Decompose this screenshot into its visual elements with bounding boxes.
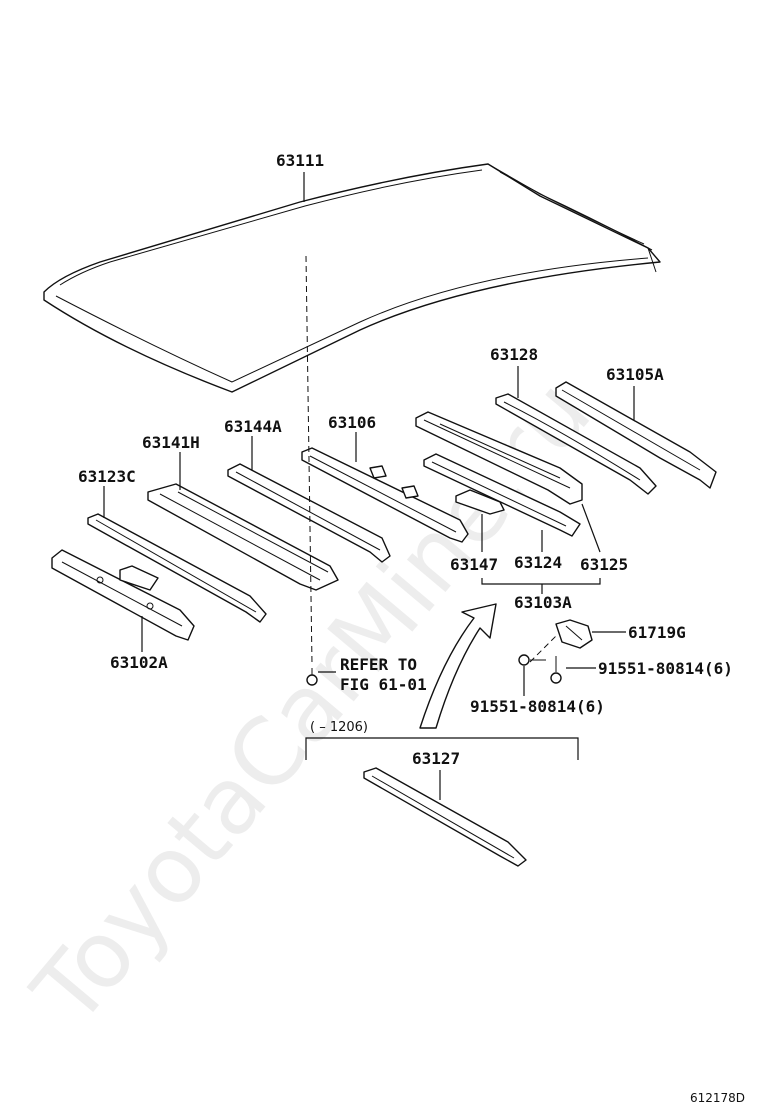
dashed-lines (305, 255, 559, 665)
label-refer-line2: FIG 61-01 (340, 675, 427, 694)
label-screw-right: 91551-80814(6) (598, 659, 733, 678)
label-63127: 63127 (412, 749, 460, 768)
label-63144A: 63144A (224, 417, 282, 436)
label-63105A: 63105A (606, 365, 664, 384)
arrow-up (419, 603, 497, 729)
label-63141H: 63141H (142, 433, 200, 452)
label-63102A: 63102A (110, 653, 168, 672)
leader-lines (103, 172, 635, 800)
label-63125: 63125 (580, 555, 628, 574)
label-63147: 63147 (450, 555, 498, 574)
rail-63128-drawing (495, 393, 657, 495)
screw-drawings (306, 654, 562, 686)
label-63111: 63111 (276, 151, 324, 170)
rail-63124-drawing (423, 453, 581, 537)
label-63124: 63124 (514, 553, 562, 572)
rail-63105A-drawing (555, 381, 717, 489)
bracket-61719G-drawing (555, 619, 593, 649)
rail-63123C-drawing (87, 513, 267, 623)
rail-63127-drawing (363, 767, 527, 867)
label-range-note: ( – 1206) (310, 720, 368, 735)
rail-63125-drawing (415, 411, 583, 505)
rail-63106-drawing (301, 447, 469, 543)
rail-63141H-drawing (147, 483, 339, 591)
header-63102A-drawing (51, 549, 195, 641)
rail-63144A-drawing (227, 463, 391, 563)
label-refer-line1: REFER TO (340, 655, 417, 674)
label-63103A: 63103A (514, 593, 572, 612)
label-screw-lower: 91551-80814(6) (470, 697, 605, 716)
label-63128: 63128 (490, 345, 538, 364)
plate-63147-drawing (455, 489, 505, 515)
label-61719G: 61719G (628, 623, 686, 642)
roof-panel-drawing (43, 163, 661, 393)
label-63106: 63106 (328, 413, 376, 432)
figure-number: 612178D (690, 1091, 745, 1105)
label-63123C: 63123C (78, 467, 136, 486)
